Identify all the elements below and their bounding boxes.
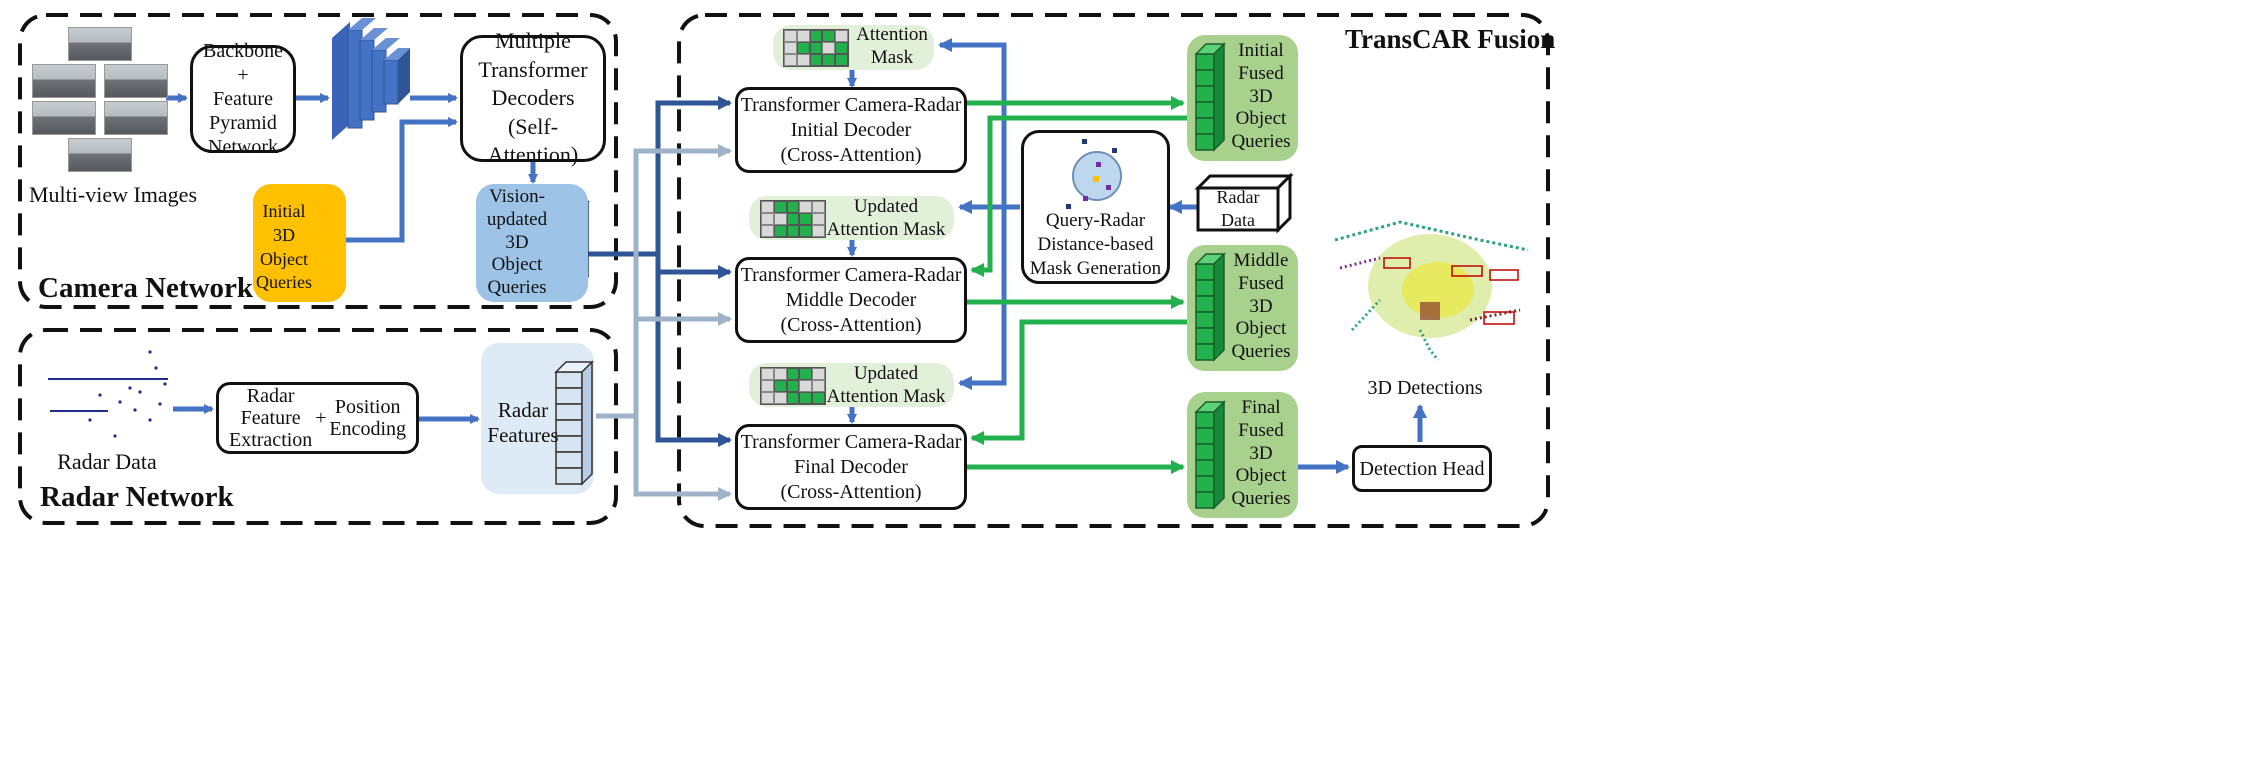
camera-network-frame [18, 13, 618, 309]
initial-queries-label: Initial 3D Object Queries [256, 201, 312, 293]
backbone-box: Backbone + Feature Pyramid Network [190, 40, 296, 158]
query-radar-icon [1066, 139, 1122, 209]
radar-feature-extraction-label: Radar Feature Extraction [229, 385, 313, 451]
radar-network-title: Radar Network [40, 481, 234, 513]
updated-mask-2-grid [760, 367, 826, 405]
attention-mask-label: Attention Mask [856, 24, 928, 68]
vision-queries-label: Vision- updated 3D Object Queries [486, 186, 548, 299]
radar-data-box-label: Radar Data [1216, 187, 1260, 230]
radar-encoding-box: Radar Feature Extraction + Position Enco… [216, 382, 419, 454]
camera-image-back [68, 138, 132, 172]
initial-fused-cubes [1194, 42, 1226, 152]
detections-caption: 3D Detections [1367, 377, 1483, 399]
middle-decoder-box: Transformer Camera-Radar Middle Decoder … [735, 257, 967, 343]
plus-sign: + [315, 407, 327, 429]
camera-image-back-left [32, 101, 96, 135]
vision-queries-panel [476, 184, 588, 302]
updated-mask-1-grid [760, 200, 826, 238]
updated-mask-1-label: Updated Attention Mask [826, 196, 946, 240]
radar-features-label: Radar Features [487, 398, 559, 448]
middle-fused-label: Middle Fused 3D Object Queries [1231, 250, 1291, 363]
detection-head-box: Detection Head [1352, 445, 1492, 492]
feature-pyramid-blocks [332, 18, 410, 140]
camera-image-front-left [32, 64, 96, 98]
fusion-title: TransCAR Fusion [1345, 24, 1556, 54]
attention-mask-grid [783, 29, 849, 67]
final-fused-cubes [1194, 400, 1226, 510]
multi-view-images-caption: Multi-view Images [28, 182, 198, 207]
camera-network-title: Camera Network [38, 272, 254, 304]
camera-image-back-right [104, 101, 168, 135]
updated-mask-2-label: Updated Attention Mask [826, 363, 946, 407]
radar-feature-cubes [554, 360, 594, 486]
final-decoder-box: Transformer Camera-Radar Final Decoder (… [735, 424, 967, 510]
radar-to-decoders-arrows [596, 144, 732, 501]
initial-fused-label: Initial Fused 3D Object Queries [1231, 40, 1291, 153]
position-encoding-label: Position Encoding [329, 396, 406, 440]
camera-image-front [68, 27, 132, 61]
radar-network-frame [18, 328, 618, 525]
camera-image-front-right [104, 64, 168, 98]
transformer-decoders-box: Multiple Transformer Decoders (Self-Atte… [460, 28, 606, 167]
radar-point-cloud [48, 350, 168, 438]
vision-to-decoders-arrows [588, 96, 732, 447]
initial-queries-panel [253, 184, 346, 302]
initial-decoder-box: Transformer Camera-Radar Initial Decoder… [735, 87, 967, 173]
mask-generation-box [1021, 130, 1170, 284]
radar-data-box [1194, 172, 1294, 234]
mask-generation-label: Query-Radar Distance-based Mask Generati… [1029, 210, 1162, 279]
detections-point-cloud [1334, 220, 1529, 361]
middle-fused-cubes [1194, 252, 1226, 362]
fusion-frame [677, 13, 1550, 528]
radar-data-caption: Radar Data [57, 449, 157, 474]
final-fused-label: Final Fused 3D Object Queries [1231, 397, 1291, 510]
